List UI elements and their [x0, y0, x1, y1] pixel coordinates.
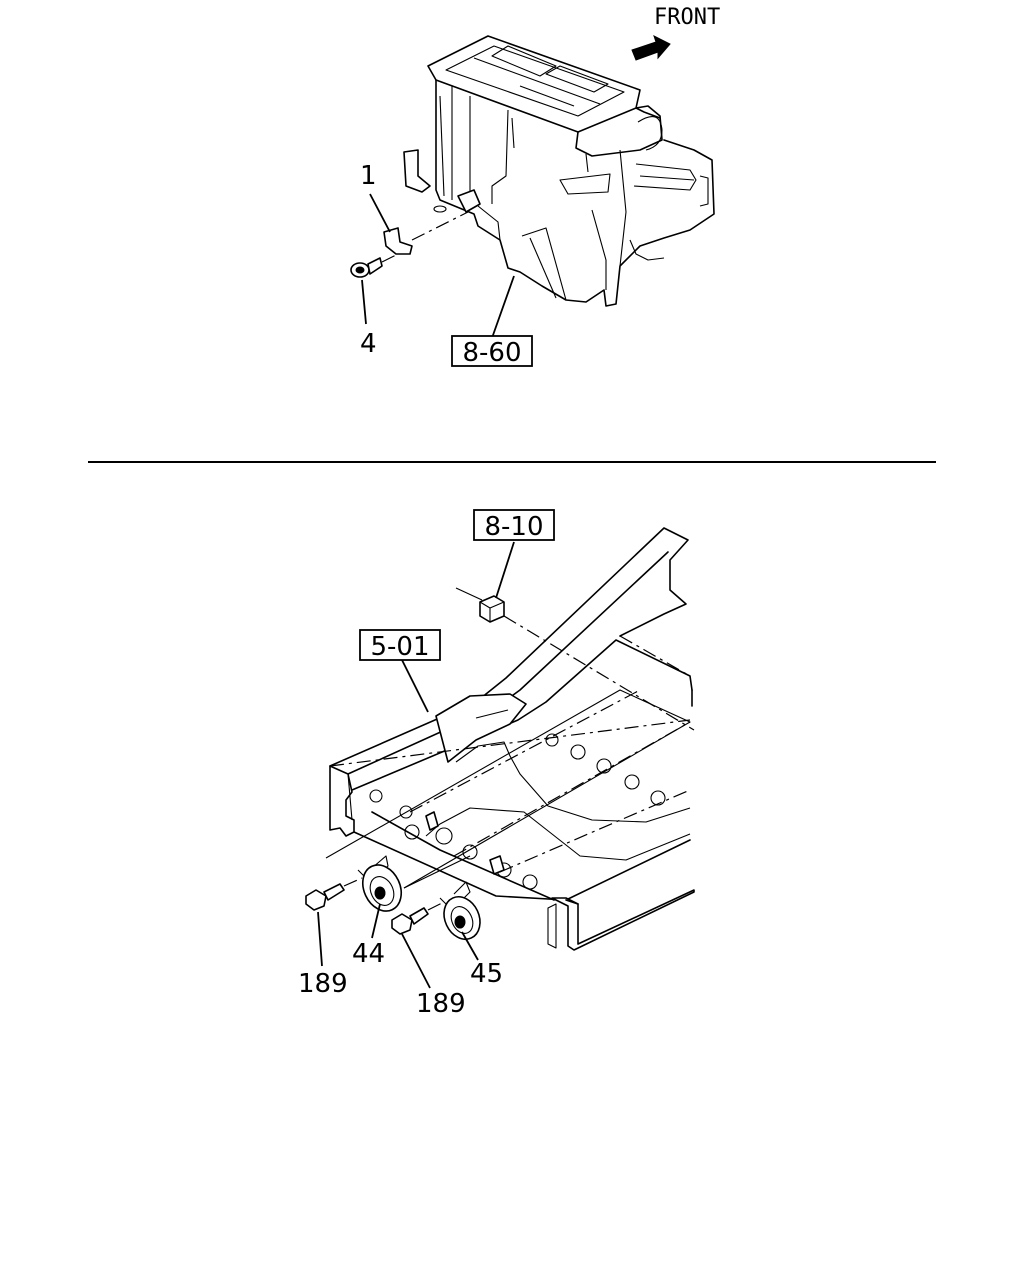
ref-box-8-10-label: 8-10: [484, 512, 543, 542]
ref-box-8-10[interactable]: 8-10: [473, 509, 555, 542]
callout-part-1: 1: [360, 161, 377, 191]
front-arrow-icon: [631, 35, 671, 61]
ref-box-8-60-label: 8-60: [462, 338, 521, 368]
heater-unit: [403, 35, 715, 307]
ref-box-5-01-label: 5-01: [370, 632, 429, 662]
leader-part-4: [361, 279, 367, 325]
front-indicator: FRONT: [631, 5, 720, 61]
part-1-bracket: [383, 211, 469, 255]
front-label: FRONT: [654, 5, 720, 30]
leader-ref-5-01: [401, 659, 429, 713]
ref-box-5-01[interactable]: 5-01: [359, 629, 441, 662]
ref-box-8-60[interactable]: 8-60: [451, 335, 533, 368]
leader-horn-44: [371, 903, 381, 939]
leader-bolt-189-right: [401, 933, 431, 989]
callout-bolt-189-right: 189: [416, 989, 466, 1019]
callout-horn-44: 44: [352, 939, 385, 969]
horn-45: [439, 881, 481, 940]
horn-44: [357, 855, 403, 912]
leader-horn-45: [461, 931, 479, 961]
top-view: FRONT: [350, 5, 720, 368]
callout-horn-45: 45: [470, 959, 503, 989]
connector-8-10: [455, 541, 695, 731]
callout-part-4: 4: [360, 329, 377, 359]
leader-part-1: [369, 193, 391, 233]
callout-bolt-189-left: 189: [298, 969, 348, 999]
bottom-view: 189 44 189 45 8-10 5-01: [298, 509, 695, 1019]
leader-ref-8-60: [491, 275, 515, 339]
part-4-screw: [350, 253, 399, 278]
leader-bolt-189-left: [317, 911, 323, 967]
frame-rail: [325, 527, 695, 951]
bolt-189-left: [305, 877, 363, 911]
bolt-189-right: [391, 901, 445, 935]
